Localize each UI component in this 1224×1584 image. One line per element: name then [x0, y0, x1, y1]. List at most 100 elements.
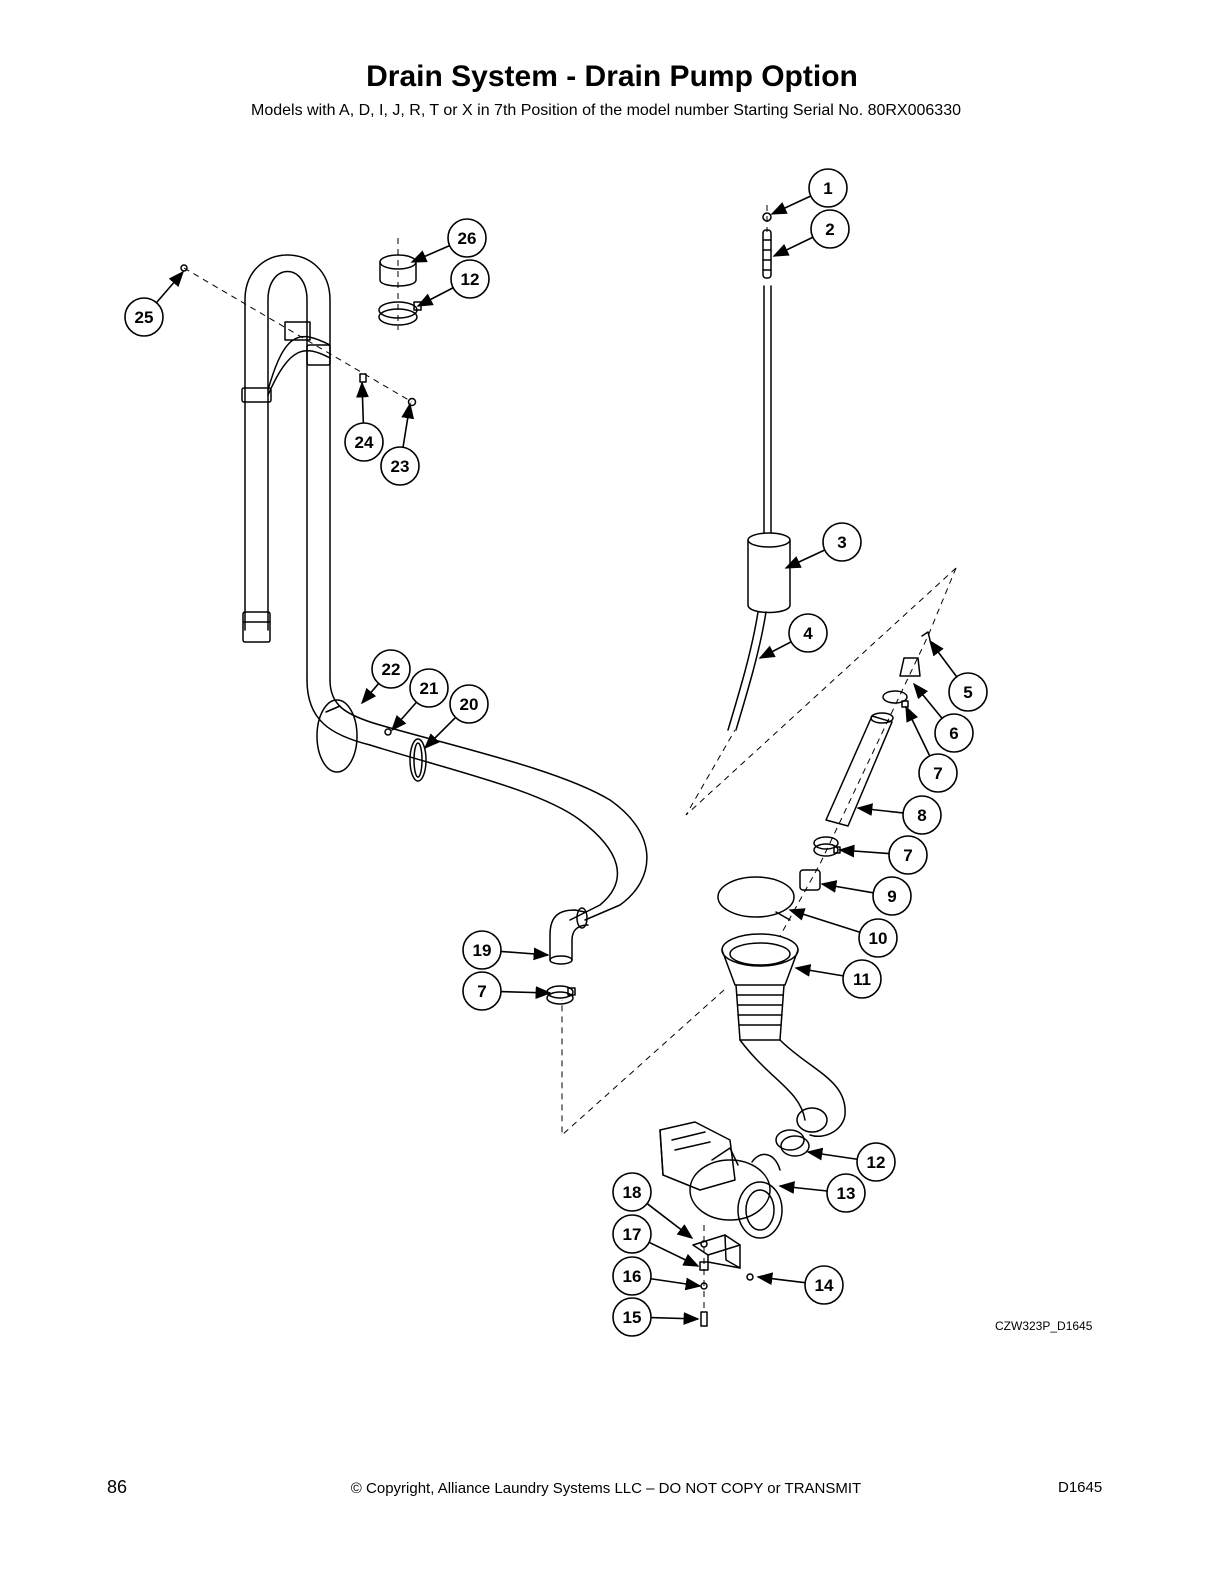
- callout-number: 1: [823, 179, 832, 198]
- callout-leader-line: [401, 402, 415, 448]
- copyright-notice: © Copyright, Alliance Laundry Systems LL…: [350, 1480, 862, 1497]
- callout-leader-line: [500, 986, 552, 999]
- drain-pump-part: [659, 1121, 783, 1239]
- callout-16: 16: [612, 1256, 702, 1296]
- callout-circle: [450, 259, 490, 299]
- callout-leader-line: [778, 1181, 828, 1194]
- callout-number: 24: [355, 433, 374, 452]
- callout-12: 12: [416, 259, 490, 307]
- callout-leader-line: [912, 682, 943, 719]
- callout-circle: [380, 446, 420, 486]
- callout-circle: [858, 918, 898, 958]
- callout-7: 7: [462, 971, 552, 1011]
- callout-circle: [888, 835, 928, 875]
- callout-leader-line: [856, 803, 904, 816]
- callout-leader-line: [410, 244, 450, 263]
- callout-leader-line: [788, 908, 861, 934]
- callout-circle: [810, 209, 850, 249]
- callout-number: 11: [853, 970, 871, 989]
- callout-circle: [344, 422, 384, 462]
- callout-leader-line: [155, 270, 185, 304]
- callout-circle: [462, 971, 502, 1011]
- callout-circle: [449, 684, 489, 724]
- callout-circle: [788, 613, 828, 653]
- elbow-part: [549, 907, 589, 965]
- callout-7: 7: [838, 835, 928, 875]
- callout-leader-line: [650, 1312, 700, 1325]
- callout-number: 13: [837, 1184, 856, 1203]
- callout-circle: [948, 672, 988, 712]
- callout-3: 3: [784, 522, 862, 569]
- callout-leader-line: [770, 195, 812, 215]
- hose-clamp-part: [775, 1129, 810, 1157]
- callout-circle: [371, 649, 411, 689]
- callout-leader-line: [423, 716, 457, 750]
- callout-number: 15: [623, 1308, 642, 1327]
- callout-12: 12: [806, 1142, 896, 1182]
- callout-leader-line: [772, 236, 814, 257]
- callout-number: 2: [825, 220, 834, 239]
- callout-14: 14: [756, 1265, 844, 1305]
- callout-circle: [826, 1173, 866, 1213]
- document-id: D1645: [1058, 1479, 1103, 1496]
- callout-leader-line: [500, 947, 550, 961]
- callout-circle: [124, 297, 164, 337]
- page-number: 86: [107, 1477, 128, 1497]
- callout-leader-line: [416, 287, 454, 307]
- callout-circle: [822, 522, 862, 562]
- callout-leader-line: [784, 549, 826, 569]
- pump-bracket-part: [692, 1234, 754, 1327]
- callout-leader-line: [356, 381, 369, 424]
- callout-leader-line: [794, 964, 844, 977]
- callout-circle: [804, 1265, 844, 1305]
- drawing-code: CZW323P_D1645: [995, 1319, 1093, 1333]
- callout-leader-line: [646, 1202, 694, 1239]
- callout-number: 5: [963, 683, 972, 702]
- callout-circle: [842, 959, 882, 999]
- hose-clamp-part: [546, 985, 576, 1005]
- callout-2: 2: [772, 209, 850, 257]
- callout-number: 21: [420, 679, 439, 698]
- washer-part: [359, 373, 367, 383]
- page-title: Drain System - Drain Pump Option: [366, 60, 858, 93]
- callout-9: 9: [820, 876, 912, 916]
- callout-leader-line: [390, 701, 418, 732]
- callout-4: 4: [758, 613, 828, 659]
- callout-number: 14: [815, 1276, 834, 1295]
- callout-circle: [918, 753, 958, 793]
- hose-clamp-part: [378, 301, 422, 326]
- callout-19: 19: [462, 930, 550, 970]
- coupling-part: [379, 254, 417, 287]
- callout-circle: [902, 795, 942, 835]
- callout-leader-line: [360, 682, 380, 705]
- callout-number: 16: [623, 1267, 642, 1286]
- callout-number: 6: [949, 724, 958, 743]
- callout-leader-line: [820, 880, 874, 894]
- callout-circle: [612, 1256, 652, 1296]
- gasket-part: [717, 876, 795, 921]
- callout-25: 25: [124, 270, 185, 337]
- drain-hose-hook-part: [241, 254, 381, 746]
- screw-part: [384, 728, 392, 736]
- callout-circle: [808, 168, 848, 208]
- callout-leader-line: [756, 1272, 806, 1286]
- callout-number: 8: [917, 806, 926, 825]
- callout-leader-line: [929, 639, 958, 678]
- callout-number: 19: [473, 941, 492, 960]
- callout-circle: [612, 1297, 652, 1337]
- callout-number: 12: [461, 270, 480, 289]
- callout-number: 17: [623, 1225, 642, 1244]
- callout-leader-line: [806, 1147, 858, 1161]
- callout-circle: [612, 1214, 652, 1254]
- callout-leader-line: [905, 705, 931, 757]
- callout-26: 26: [410, 218, 487, 263]
- page-subtitle: Models with A, D, I, J, R, T or X in 7th…: [251, 102, 961, 119]
- callout-11: 11: [794, 959, 882, 999]
- callout-number: 18: [623, 1183, 642, 1202]
- callout-circle: [612, 1172, 652, 1212]
- callout-number: 9: [887, 887, 896, 906]
- sump-part: [721, 933, 846, 1137]
- callout-circle: [409, 668, 449, 708]
- callout-24: 24: [344, 381, 384, 462]
- pressure-tube-part: [727, 212, 791, 731]
